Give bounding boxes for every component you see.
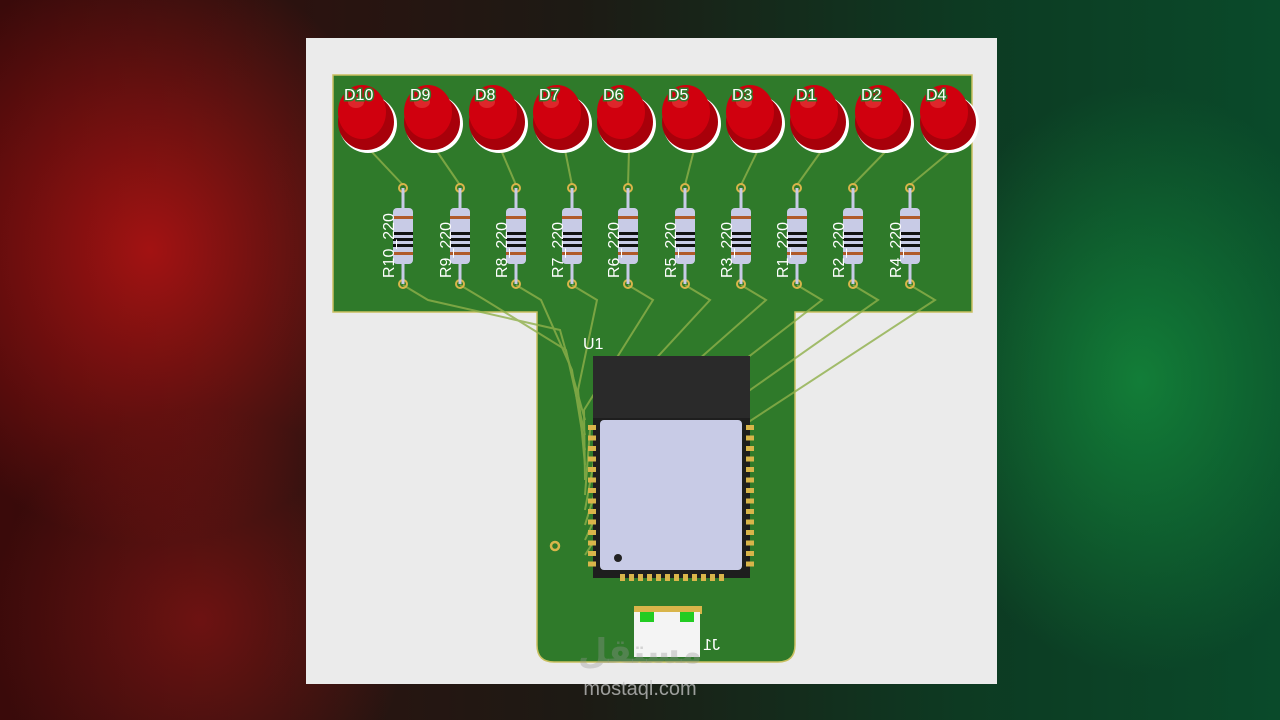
esp32-module [588, 356, 754, 581]
led-label: D7 [539, 87, 560, 104]
resistor-r1_220: R1_220 [775, 183, 807, 289]
module-label: U1 [583, 336, 604, 353]
resistor-r10_220: R10_220 [381, 183, 413, 289]
led-label: D6 [603, 87, 624, 104]
led-d9 [404, 85, 463, 153]
led-label: D4 [926, 87, 947, 104]
led-label: D3 [732, 87, 753, 104]
resistor-label: R8_220 [494, 222, 511, 278]
resistor-label: R6_220 [606, 222, 623, 278]
resistor-r6_220: R6_220 [606, 183, 638, 289]
led-d10 [338, 85, 397, 153]
connector-label: J1 [703, 637, 720, 654]
watermark-text: mostaql.com [583, 678, 697, 700]
resistor-r7_220: R7_220 [550, 183, 582, 289]
led-d6 [597, 85, 656, 153]
led-label: D5 [668, 87, 689, 104]
led-d5 [662, 85, 721, 153]
resistor-label: R1_220 [775, 222, 792, 278]
watermark-logo: مستقل [577, 632, 703, 672]
led-label: D10 [344, 87, 373, 104]
led-d8 [469, 85, 528, 153]
resistor-label: R5_220 [663, 222, 680, 278]
led-label: D8 [475, 87, 496, 104]
led-labels: D10 D9 D8 D7 D6 D5 D3 D1 D2 D4 [343, 86, 949, 106]
led-label: D2 [861, 87, 882, 104]
led-d3 [726, 85, 785, 153]
resistor-r4_220: R4_220 [888, 183, 920, 289]
led-label: D9 [410, 87, 431, 104]
resistor-label: R7_220 [550, 222, 567, 278]
resistor-r5_220: R5_220 [663, 183, 695, 289]
led-d1 [790, 85, 849, 153]
resistor-label: R10_220 [381, 213, 398, 278]
led-d2 [855, 85, 914, 153]
resistor-r2_220: R2_220 [831, 183, 863, 289]
resistor-label: R2_220 [831, 222, 848, 278]
resistor-r9_220: R9_220 [438, 183, 470, 289]
resistor-label: R4_220 [888, 222, 905, 278]
resistor-r8_220: R8_220 [494, 183, 526, 289]
resistor-r3_220: R3_220 [719, 183, 751, 289]
led-d4 [920, 85, 979, 153]
usb-connector [634, 606, 702, 657]
resistor-label: R3_220 [719, 222, 736, 278]
resistor-label: R9_220 [438, 222, 455, 278]
led-d7 [533, 85, 592, 153]
led-label: D1 [796, 87, 817, 104]
